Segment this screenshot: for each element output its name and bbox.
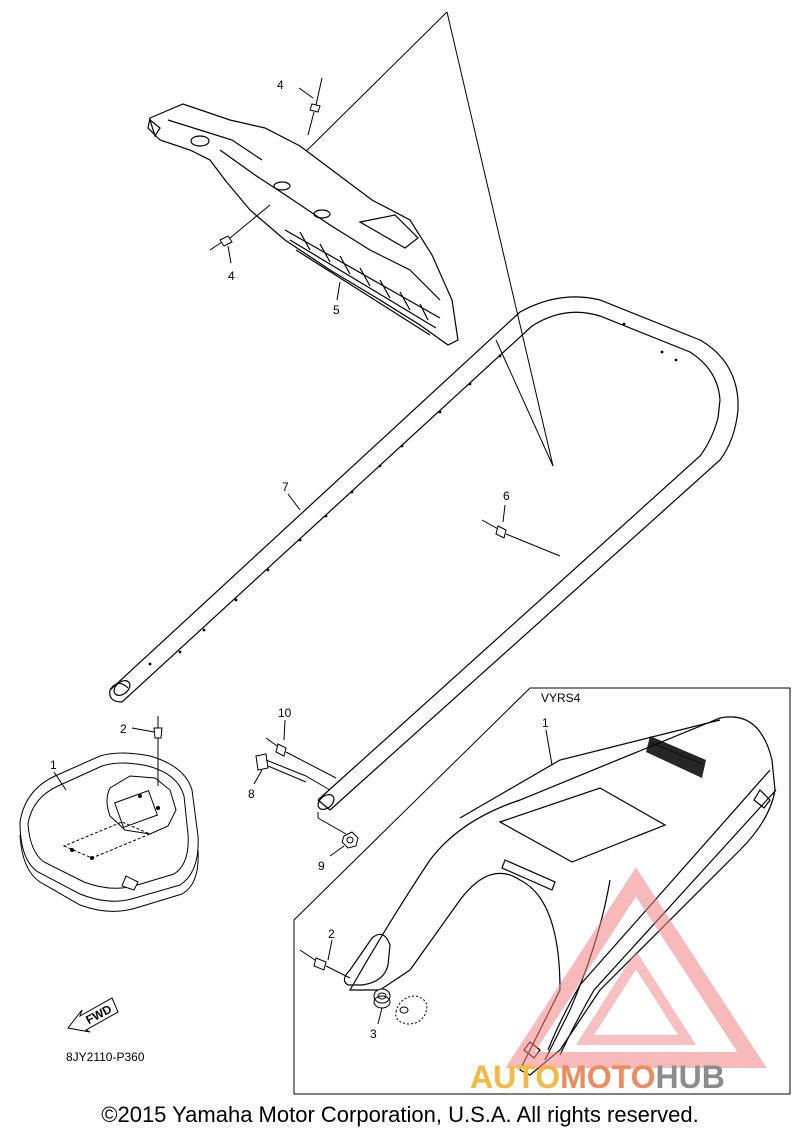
callout-7: 7 bbox=[282, 480, 289, 494]
drawing-code: 8JY2110-P360 bbox=[66, 1050, 145, 1064]
rivet-part-2-left bbox=[131, 716, 163, 786]
watermark-part-3: HUB bbox=[655, 1059, 724, 1095]
inset-label: VYRS4 bbox=[541, 691, 581, 705]
callout-2-right: 2 bbox=[328, 927, 335, 941]
callout-5: 5 bbox=[333, 303, 340, 317]
bolt-part-8 bbox=[253, 753, 331, 791]
grommet-part-3 bbox=[373, 988, 428, 1025]
watermark-part-2: MOTO bbox=[560, 1059, 655, 1095]
callout-10: 10 bbox=[278, 706, 292, 720]
rivet-part-4-bottom bbox=[209, 204, 271, 264]
callout-6: 6 bbox=[503, 489, 510, 503]
callout-2-left: 2 bbox=[120, 722, 127, 736]
callouts: 4 4 5 7 6 2 1 10 8 9 1 2 3 bbox=[50, 78, 553, 1041]
callout-8: 8 bbox=[248, 787, 255, 801]
seat-bag-part-1-right bbox=[343, 716, 777, 1076]
watermark-logo: AUTOMOTOHUB bbox=[470, 867, 767, 1095]
rivet-part-2-right bbox=[299, 939, 351, 979]
rear-rack-part-5 bbox=[147, 103, 459, 346]
tube-frame-holes bbox=[148, 322, 678, 666]
nut-part-9 bbox=[317, 812, 359, 857]
fwd-arrow-icon: FWD bbox=[67, 997, 119, 1033]
copyright-text: ©2015 Yamaha Motor Corporation, U.S.A. A… bbox=[101, 1102, 699, 1127]
callout-4-top: 4 bbox=[277, 78, 284, 92]
inset-box bbox=[293, 687, 791, 1095]
callout-4-bottom: 4 bbox=[228, 269, 235, 283]
rivet-part-10 bbox=[265, 719, 337, 779]
callout-1-left: 1 bbox=[50, 758, 57, 772]
svg-text:AUTOMOTOHUB: AUTOMOTOHUB bbox=[470, 1059, 725, 1095]
callout-3: 3 bbox=[370, 1027, 377, 1041]
rivet-part-6 bbox=[481, 504, 561, 557]
storage-bag-part-1-left bbox=[19, 752, 199, 912]
callout-1-right: 1 bbox=[542, 716, 549, 730]
tube-frame-part-7 bbox=[109, 296, 739, 811]
watermark-part-1: AUTO bbox=[470, 1059, 560, 1095]
rivet-part-4-top bbox=[298, 77, 323, 136]
callout-9: 9 bbox=[318, 859, 325, 873]
